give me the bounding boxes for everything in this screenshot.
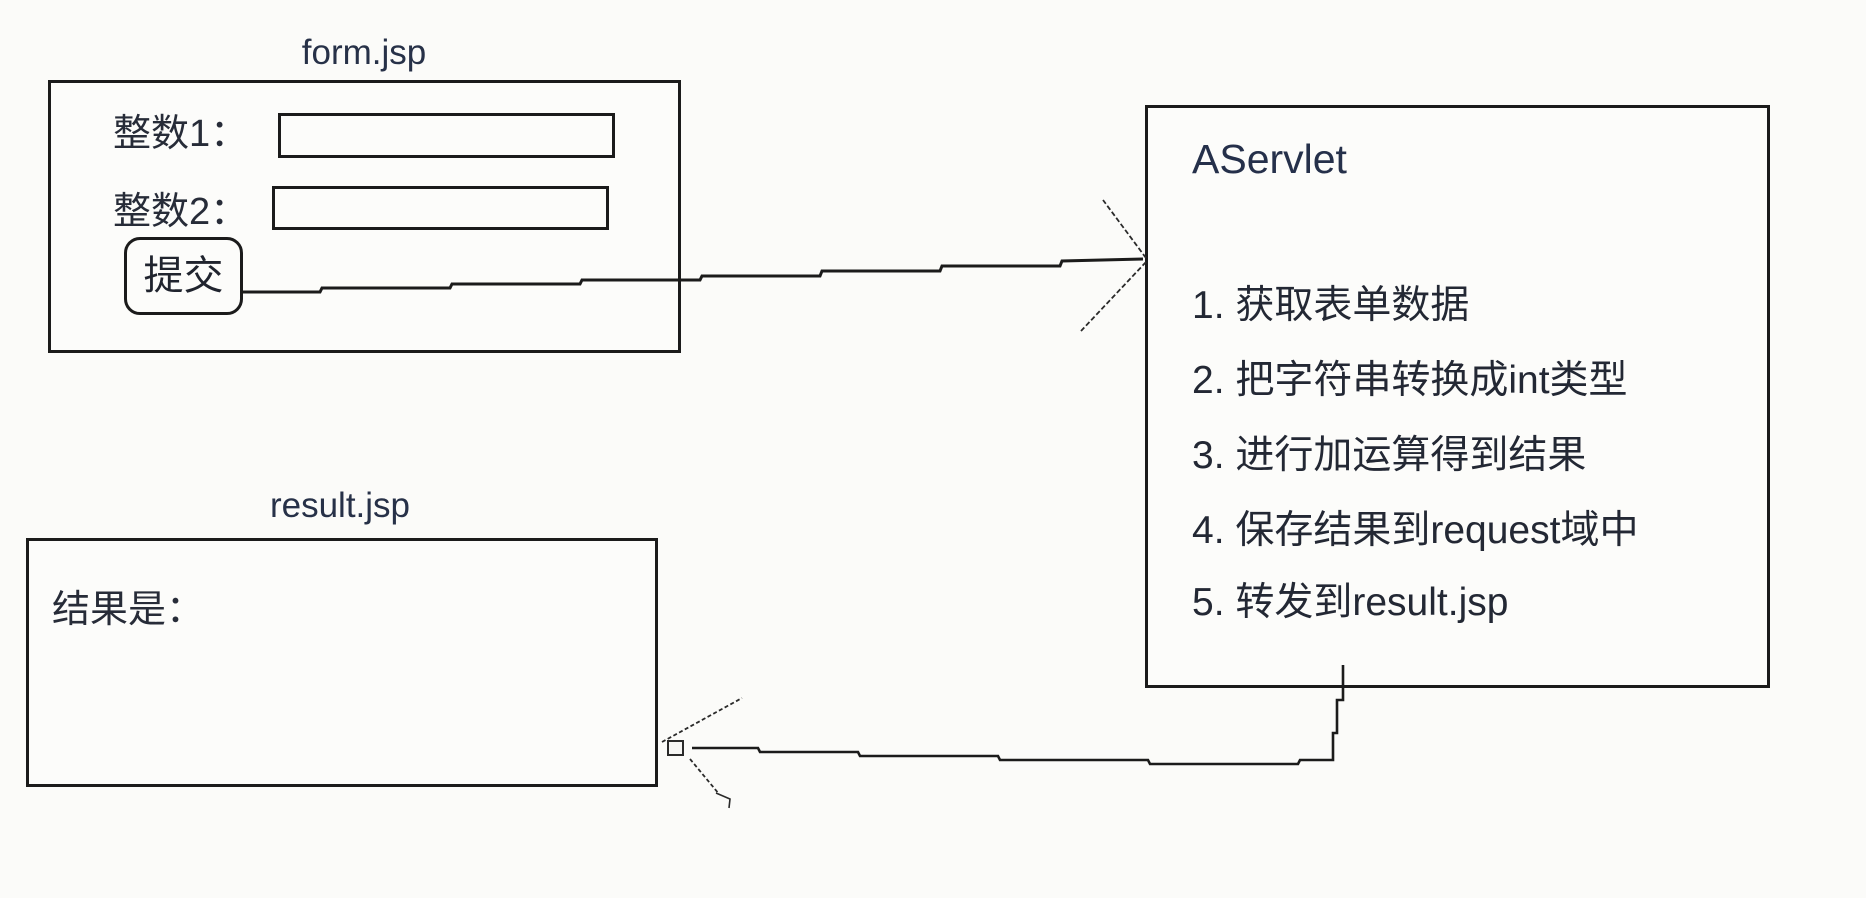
submit-button[interactable]: 提交 [124, 237, 243, 315]
servlet-step-4: 4. 保存结果到request域中 [1192, 509, 1639, 552]
form-jsp-title: form.jsp [301, 33, 427, 72]
aservlet-title: AServlet [1192, 136, 1347, 182]
arrowhead-lower-barb [1080, 261, 1147, 332]
arrowhead-upper-barb [661, 697, 743, 743]
result-jsp-title: result.jsp [269, 486, 411, 525]
integer2-label: 整数2： [113, 191, 249, 233]
servlet-step-5: 5. 转发到result.jsp [1192, 581, 1509, 624]
arrow-tail-tick [715, 792, 731, 809]
aservlet-box [1145, 105, 1770, 688]
arrowhead-upper-barb [1102, 199, 1147, 259]
integer1-label: 整数1： [113, 113, 249, 155]
servlet-step-1: 1. 获取表单数据 [1192, 284, 1470, 327]
result-label: 结果是： [52, 589, 205, 631]
servlet-step-2: 2. 把字符串转换成int类型 [1192, 359, 1628, 402]
integer2-input[interactable] [272, 186, 609, 230]
integer1-input[interactable] [278, 113, 615, 158]
result-jsp-box [26, 538, 658, 787]
connector-handle-square [667, 740, 684, 756]
servlet-step-3: 3. 进行加运算得到结果 [1192, 434, 1587, 477]
arrowhead-lower-barb [689, 758, 720, 795]
